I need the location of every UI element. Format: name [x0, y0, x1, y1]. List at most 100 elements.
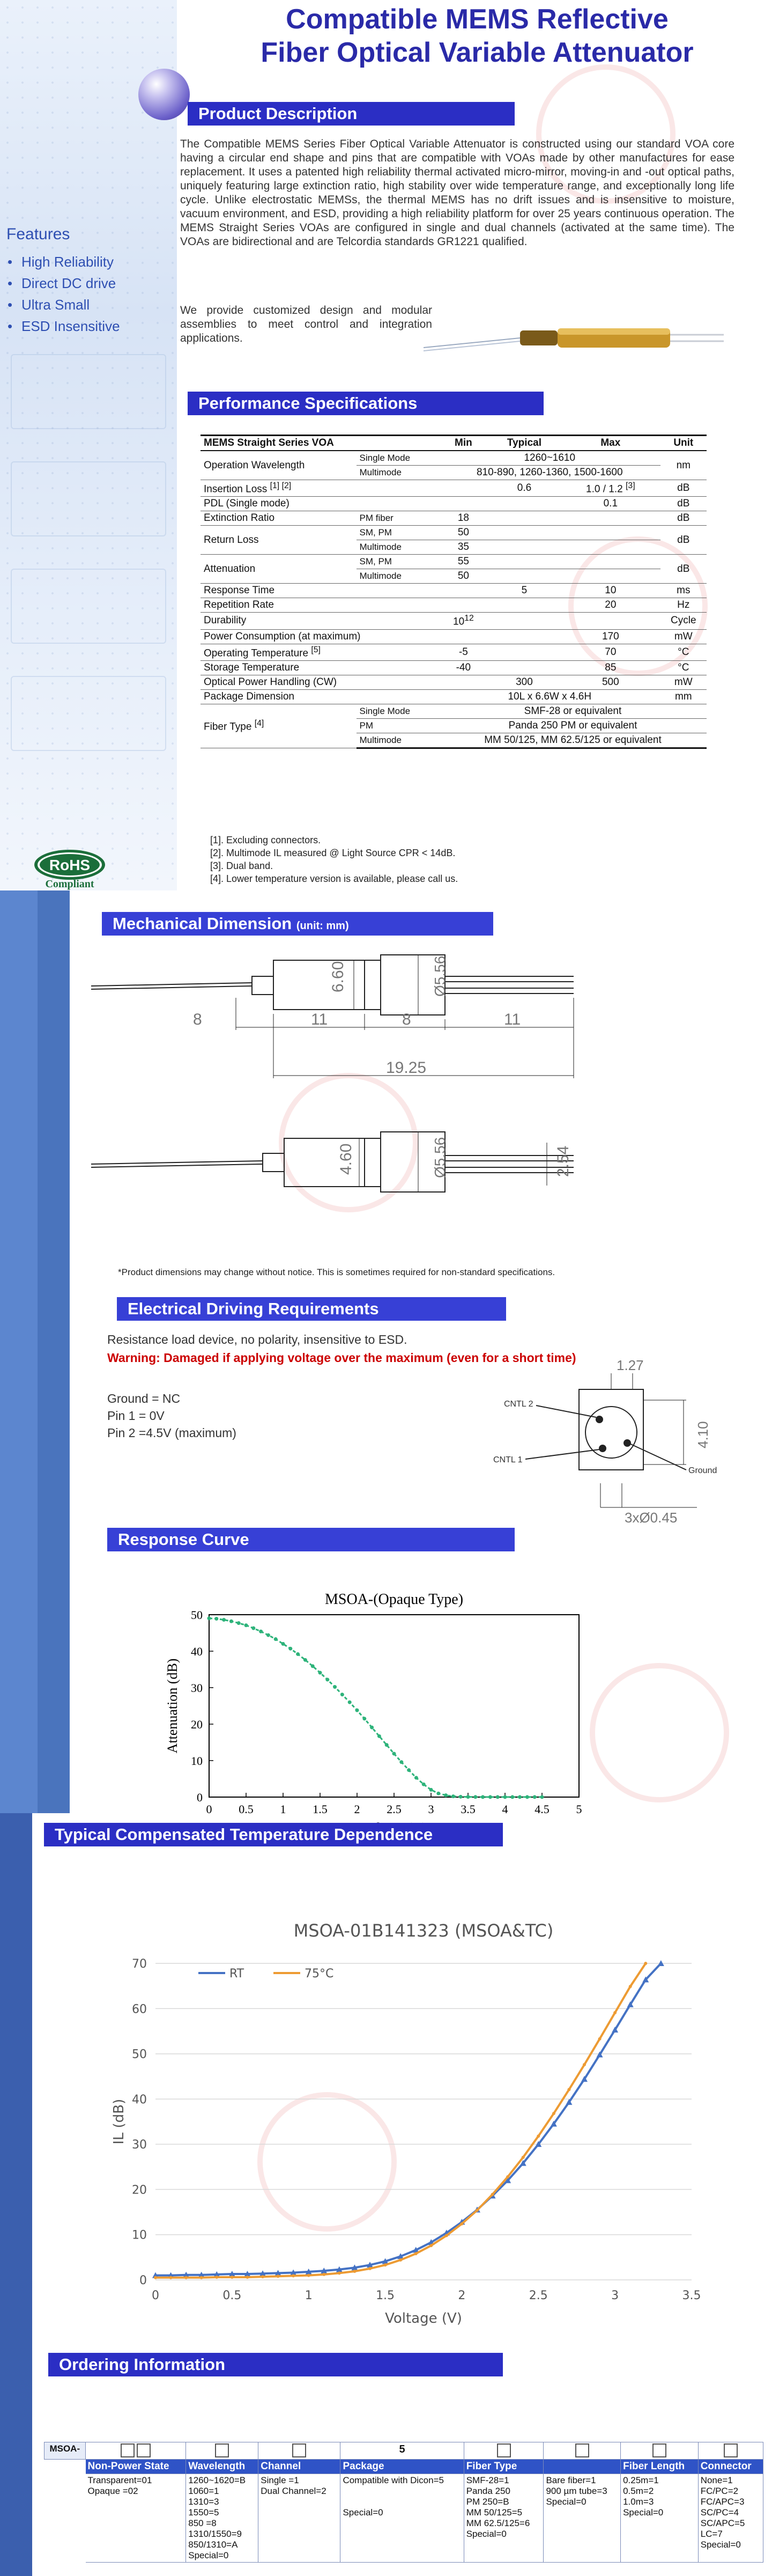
part-prefix: MSOA-	[44, 2442, 86, 2460]
feature-item: High Reliability	[8, 251, 120, 273]
order-option: FC/PC=2	[700, 2486, 739, 2496]
data-point	[259, 2270, 266, 2277]
pin-diagram: CNTL 2 CNTL 1 Ground 1.27 4.10 3xØ0.45	[493, 1357, 717, 1526]
code-slot[interactable]	[185, 2442, 259, 2460]
y-tick-label: 0	[197, 1791, 203, 1804]
spec-sublabel: Multimode	[356, 465, 439, 480]
spec-value: 18	[439, 511, 488, 526]
data-point	[506, 2175, 510, 2178]
code-slot[interactable]	[85, 2442, 187, 2460]
spec-label: Extinction Ratio	[201, 511, 357, 526]
code-fixed: 5	[340, 2442, 464, 2460]
pin-assignment: Ground = NC	[107, 1392, 181, 1405]
data-point	[429, 2243, 433, 2247]
x-tick-label: 2	[354, 1802, 360, 1816]
data-point	[303, 1658, 307, 1662]
y-tick-label: 0	[139, 2274, 147, 2287]
product-description: The Compatible MEMS Series Fiber Optical…	[180, 138, 734, 248]
data-point	[236, 1621, 241, 1625]
data-point	[261, 2275, 264, 2279]
data-point	[532, 1795, 537, 1799]
dimension-label: 2.54	[554, 1146, 572, 1177]
data-point	[399, 1760, 404, 1764]
data-point	[613, 2011, 617, 2014]
spec-value: 0.6	[487, 480, 561, 497]
spec-value: SMF-28 or equivalent	[439, 704, 707, 719]
spec-value: 0.1	[561, 496, 660, 512]
data-point	[276, 2275, 280, 2278]
spec-unit: Hz	[660, 598, 707, 613]
x-tick-label: 2	[458, 2289, 465, 2302]
order-option: Special=0	[466, 2529, 507, 2539]
data-point	[229, 1619, 233, 1623]
order-option: MM 50/125=5	[466, 2507, 523, 2518]
spec-value: 10	[453, 616, 465, 628]
footnote-ref: [5]	[311, 645, 321, 654]
spec-label: PDL (Single mode)	[201, 496, 439, 512]
data-point	[353, 2269, 357, 2273]
spec-label: Fiber Type	[204, 721, 252, 733]
order-option: 1310=3	[188, 2497, 219, 2507]
order-header	[543, 2459, 621, 2474]
bottom-view	[91, 1131, 574, 1193]
data-point	[644, 1962, 648, 1965]
data-point	[535, 2141, 542, 2147]
footnote-ref: [4]	[254, 719, 264, 728]
footnote: [2]. Multimode IL measured @ Light Sourc…	[210, 848, 456, 858]
data-point	[307, 2273, 310, 2277]
footnote-ref: [1] [2]	[270, 481, 292, 490]
order-option: LC=7	[700, 2529, 723, 2539]
section-header-ordering: Ordering Information	[48, 2353, 503, 2376]
data-point	[642, 1976, 649, 1983]
y-tick-label: 60	[132, 2003, 147, 2016]
data-point	[510, 1795, 515, 1799]
code-slot[interactable]	[258, 2442, 341, 2460]
order-option: Special=0	[188, 2550, 229, 2560]
spec-unit: °C	[660, 660, 707, 675]
section-header-performance: Performance Specifications	[188, 392, 544, 415]
x-tick-label: 3	[611, 2289, 619, 2302]
code-slot[interactable]	[697, 2442, 764, 2460]
code-slot[interactable]	[463, 2442, 544, 2460]
data-point	[399, 2258, 403, 2262]
performance-spec-table: MEMS Straight Series VOA Min Typical Max…	[201, 435, 707, 749]
data-point	[288, 1646, 293, 1651]
data-point	[333, 1685, 337, 1689]
code-slot[interactable]	[620, 2442, 699, 2460]
data-point	[382, 2258, 389, 2264]
data-point	[281, 1642, 285, 1646]
rohs-caption: Compliant	[45, 878, 94, 890]
watermark-seal	[257, 2092, 397, 2232]
order-option: Dual Channel=2	[261, 2486, 326, 2496]
ordering-table: MSOA- 5 Non-Power State Wavelength Chann…	[44, 2442, 764, 2563]
order-option: Compatible with Dicon=5	[343, 2475, 444, 2485]
pin-label-ground: Ground	[688, 1466, 717, 1475]
order-option: Special=0	[546, 2497, 587, 2507]
spec-value: Panda 250 PM or equivalent	[439, 718, 707, 733]
data-point	[444, 1793, 448, 1798]
y-tick-label: 20	[191, 1718, 203, 1731]
spec-value: 5	[487, 583, 561, 599]
section-title: Mechanical Dimension	[113, 914, 292, 933]
order-option: SMF-28=1	[466, 2475, 509, 2485]
data-point	[458, 1794, 463, 1799]
spec-value: 810-890, 1260-1360, 1500-1600	[439, 465, 660, 480]
order-option: 1060=1	[188, 2486, 219, 2496]
data-point	[392, 1751, 396, 1756]
data-point	[199, 2276, 203, 2279]
data-point	[414, 1776, 418, 1780]
order-option: 850 =8	[188, 2518, 217, 2528]
data-point	[325, 1677, 330, 1682]
data-point	[628, 1984, 632, 1988]
watermark-seal	[536, 64, 676, 204]
code-slot[interactable]	[543, 2442, 621, 2460]
spec-label: Operation Wavelength	[201, 451, 357, 480]
dimension-label: 1.27	[617, 1357, 644, 1373]
decorative-tile	[11, 354, 166, 429]
data-point	[273, 1637, 278, 1642]
plot-frame	[209, 1614, 580, 1798]
data-point	[495, 1795, 500, 1799]
